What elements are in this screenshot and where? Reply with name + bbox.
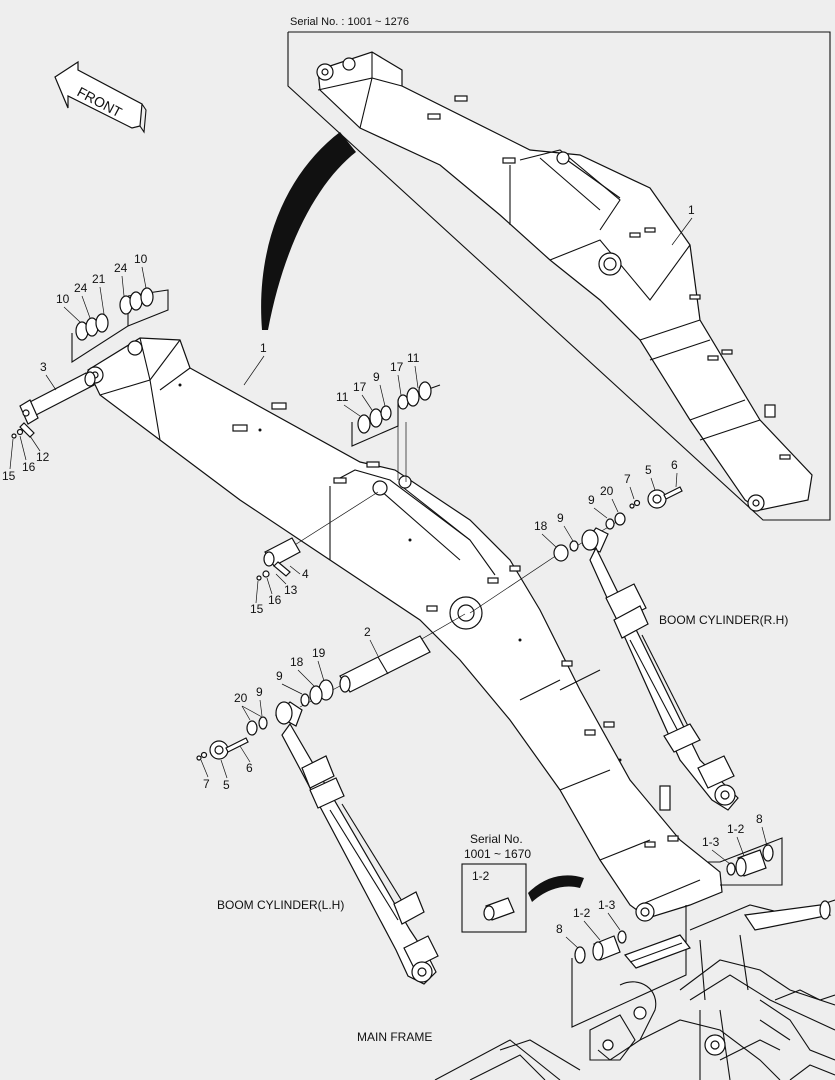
- callout: 9: [557, 511, 564, 525]
- main-boom: 1: [86, 337, 723, 922]
- callout: 8: [756, 812, 763, 826]
- front-arrow: FRONT: [54, 60, 147, 134]
- callout: 13: [284, 583, 298, 597]
- cyl-rh-label: BOOM CYLINDER(R.H): [659, 613, 788, 627]
- pin-4: 4 13 16 15: [250, 491, 379, 616]
- boom-cylinder-rh: 18 9 9 20 7 5 6 BOOM CYLINDER(R.H): [469, 458, 788, 811]
- callout: 6: [246, 761, 253, 775]
- bushing-group-right: 1-3 1-2 8: [702, 812, 783, 886]
- shim-group-left: 10 24 21 24 10: [56, 252, 169, 364]
- callout: 1-3: [702, 835, 720, 849]
- pin-2: 2: [339, 613, 466, 693]
- callout: 10: [134, 252, 148, 266]
- callout: 1: [688, 203, 695, 217]
- serial-box-line2: 1001 ~ 1670: [464, 847, 531, 861]
- callout: 9: [588, 493, 595, 507]
- serial-box-line1: Serial No.: [470, 832, 523, 846]
- callout: 9: [373, 370, 380, 384]
- main-frame-label: MAIN FRAME: [357, 1030, 432, 1044]
- callout: 12: [36, 450, 50, 464]
- callout: 1-3: [598, 898, 616, 912]
- boom-cylinder-lh: 19 18 9 20 9 6 7 5 BOOM CYLINDER(L.H): [196, 646, 439, 985]
- callout: 2: [364, 625, 371, 639]
- serial-box-part: 1-2: [472, 869, 490, 883]
- callout: 20: [600, 484, 614, 498]
- callout: 3: [40, 360, 47, 374]
- callout: 6: [671, 458, 678, 472]
- callout: 17: [353, 380, 367, 394]
- callout: 5: [645, 463, 652, 477]
- serial-top-label: Serial No. : 1001 ~ 1276: [290, 16, 409, 28]
- callout: 15: [250, 602, 264, 616]
- callout: 17: [390, 360, 404, 374]
- callout: 4: [302, 567, 309, 581]
- serial-box: Serial No. 1001 ~ 1670 1-2: [461, 832, 584, 933]
- bushing-group-left: 1-2 1-3 8: [556, 898, 687, 1028]
- callout: 5: [223, 778, 230, 792]
- callout: 1: [260, 341, 267, 355]
- main-frame: MAIN FRAME: [357, 899, 835, 1080]
- callout: 1-2: [573, 906, 591, 920]
- callout: 18: [534, 519, 548, 533]
- callout: 7: [624, 472, 631, 486]
- serial-box-arrow: [528, 875, 584, 902]
- callout: 10: [56, 292, 70, 306]
- callout: 15: [2, 469, 16, 483]
- callout: 1-2: [727, 822, 745, 836]
- inset-boom: 1: [316, 51, 813, 512]
- callout: 11: [336, 390, 349, 404]
- transfer-arrow: [261, 132, 356, 330]
- callout: 16: [268, 593, 282, 607]
- callout: 8: [556, 922, 563, 936]
- callout: 21: [92, 272, 106, 286]
- shim-group-mid: 11 17 9 17 11: [336, 351, 441, 482]
- inset-panel: Serial No. : 1001 ~ 1276: [287, 16, 831, 521]
- callout: 24: [114, 261, 128, 275]
- callout: 11: [407, 351, 420, 365]
- callout: 24: [74, 281, 88, 295]
- callout: 18: [290, 655, 304, 669]
- callout: 9: [276, 669, 283, 683]
- callout: 19: [312, 646, 326, 660]
- cyl-lh-label: BOOM CYLINDER(L.H): [217, 898, 344, 912]
- callout: 9: [256, 685, 263, 699]
- pin-3: 3 12 16 15: [2, 360, 96, 483]
- callout: 7: [203, 777, 210, 791]
- callout: 16: [22, 460, 36, 474]
- callout: 20: [234, 691, 248, 705]
